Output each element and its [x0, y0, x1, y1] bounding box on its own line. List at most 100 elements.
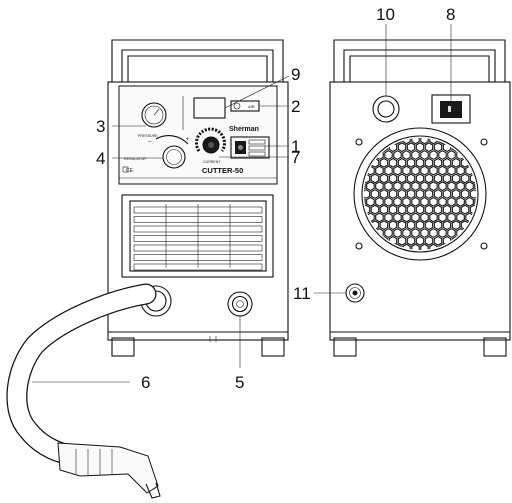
- fan-hex-cell: [433, 189, 443, 199]
- fan-hex-cell: [402, 150, 411, 160]
- callout-3: 3: [96, 117, 105, 136]
- fan-hex-cell: [370, 204, 380, 215]
- fan-hex-cell: [406, 189, 416, 199]
- air-indicator-label: AIR: [248, 104, 255, 109]
- fan-hex-cell: [388, 157, 398, 168]
- gas-inlet-fitting: [372, 95, 400, 123]
- fan-hex-cell: [433, 157, 443, 168]
- pressure-label: PRESSURE: [138, 134, 158, 138]
- fan-hex-cell: [469, 189, 476, 199]
- fan-hex-cell: [397, 204, 407, 215]
- fan-hex-cell: [379, 189, 389, 199]
- fan-hex-cell: [469, 173, 476, 184]
- fan-hex-cell: [447, 228, 456, 238]
- front-foot-right: [261, 337, 285, 357]
- fan-hex-cell: [364, 173, 371, 184]
- fan-hex-cell: [379, 157, 389, 168]
- callout-1: 1: [291, 137, 300, 156]
- fan-hex-cell: [411, 196, 420, 207]
- fan-hex-cell: [402, 243, 411, 250]
- fan-hex-cell: [402, 138, 411, 145]
- fan-hex-cell: [451, 157, 461, 168]
- fan-hex-cell: [447, 181, 456, 192]
- fan-hex-cell: [397, 157, 407, 168]
- fan-hex-cell: [384, 196, 393, 207]
- fan-hex-cell: [433, 204, 443, 215]
- fan-hex-cell: [402, 228, 411, 238]
- fan-hex-cell: [388, 189, 398, 199]
- fan-hex-cell: [460, 220, 470, 231]
- rear-unit: [329, 39, 511, 357]
- fan-hex-cell: [370, 189, 380, 199]
- fan-hex-cell: [406, 220, 416, 231]
- fan-hex-cell: [370, 173, 380, 184]
- fan-hex-cell: [393, 138, 402, 145]
- fan-hex-cell: [433, 173, 443, 184]
- ground-connector: [227, 291, 253, 317]
- fan-hex-cell: [429, 181, 438, 192]
- rear-foot-right: [483, 337, 507, 357]
- regulator-label: REGULATOR: [124, 157, 146, 161]
- fan-hex-cell: [420, 196, 429, 207]
- fan-hex-cell: [393, 150, 402, 160]
- fan-hex-cell: [415, 220, 425, 231]
- fan-hex-cell: [411, 243, 420, 250]
- ce-mark: CE: [126, 168, 134, 174]
- fan-hex-cell: [465, 196, 474, 207]
- fan-hex-cell: [447, 165, 456, 176]
- model-label: CUTTER-50: [202, 166, 243, 175]
- fan-hex-cell: [460, 157, 470, 168]
- fan-hex-cell: [393, 181, 402, 192]
- callout-9: 9: [291, 65, 300, 84]
- brand-label: Sherman: [229, 126, 259, 133]
- fan-hex-cell: [393, 212, 402, 223]
- fan-hex-cell: [451, 173, 461, 184]
- fan-hex-cell: [460, 173, 470, 184]
- fan-hex-cell: [375, 212, 384, 223]
- fan-hex-cell: [384, 165, 393, 176]
- fan-hex-cell: [438, 181, 447, 192]
- fan-hex-cell: [465, 181, 474, 192]
- fan-hex-cell: [429, 138, 438, 145]
- fan-hex-cell: [384, 150, 393, 160]
- torch-handle: [57, 442, 161, 499]
- fan-hex-cell: [415, 142, 425, 153]
- fan-hex-cell: [424, 235, 434, 246]
- fan-hex-cell: [424, 142, 434, 153]
- callout-6: 6: [141, 373, 150, 392]
- fan-hex-cell: [447, 196, 456, 207]
- fan-hex-cell: [415, 189, 425, 199]
- fan-hex-cell: [397, 235, 407, 246]
- fan-hex-cell: [438, 212, 447, 223]
- fan-hex-cell: [429, 228, 438, 238]
- rear-body: [329, 81, 511, 341]
- current-label: CURRENT: [203, 160, 221, 164]
- fan-hex-cell: [433, 142, 443, 153]
- callout-2: 2: [291, 97, 300, 116]
- fan-hex-cell: [406, 204, 416, 215]
- fan-hex-cell: [442, 204, 452, 215]
- fan-hex-cell: [442, 189, 452, 199]
- fan-hex-cell: [451, 204, 461, 215]
- regulator-knob: – +: [148, 135, 190, 169]
- fan-hex-cell: [411, 165, 420, 176]
- fan-hex-cell: [415, 157, 425, 168]
- ground-terminal: [345, 283, 365, 303]
- fan-hex-cell: [442, 220, 452, 231]
- fan-hex-cell: [402, 181, 411, 192]
- rear-screw: [480, 242, 488, 250]
- fan-hex-cell: [406, 173, 416, 184]
- fan-hex-cell: [429, 196, 438, 207]
- fan-hex-cell: [384, 228, 393, 238]
- fan-hex-cell: [420, 165, 429, 176]
- fan-hex-cell: [384, 212, 393, 223]
- rear-foot-left: [333, 337, 357, 357]
- rear-screw: [480, 138, 488, 146]
- rear-screw: [355, 242, 363, 250]
- fan-hex-cell: [366, 196, 375, 207]
- front-body: [107, 81, 289, 341]
- fan-hex-cell: [442, 157, 452, 168]
- fan-hex-cell: [460, 204, 470, 215]
- fan-hex-cell: [442, 173, 452, 184]
